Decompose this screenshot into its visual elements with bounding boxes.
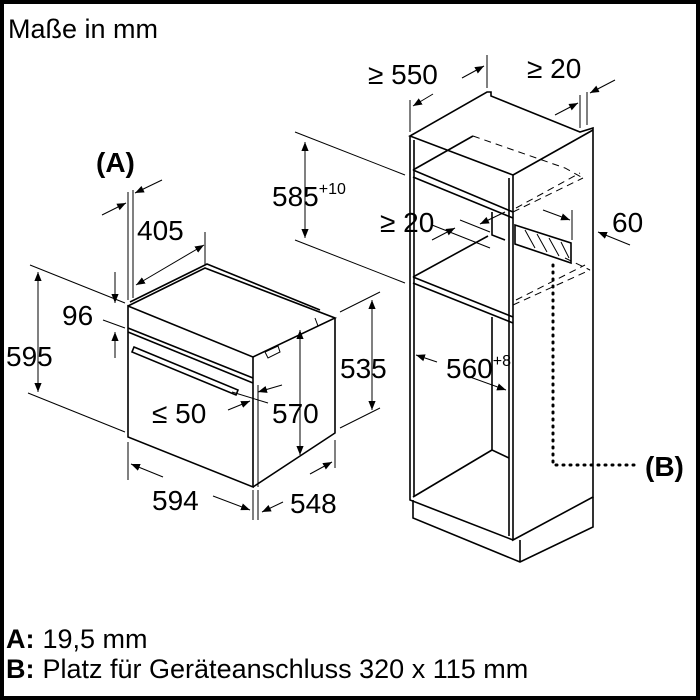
cabinet-middle-shelf — [412, 276, 514, 324]
oven-side — [252, 318, 336, 488]
dim-96: 96 — [62, 300, 93, 331]
oven-drawing — [127, 263, 338, 489]
cabinet-plinth — [412, 497, 594, 563]
dim-570: 570 — [272, 398, 319, 429]
dim-550: ≥ 550 — [368, 59, 438, 90]
dim-585: 585+10 — [272, 181, 346, 212]
oven-handle — [130, 345, 240, 397]
legend-b: B:Platz für Geräteanschluss 320 x 115 mm — [6, 654, 528, 684]
oven-top-lip — [129, 263, 321, 311]
dim-handle-gap: ≤ 50 — [152, 398, 206, 429]
cabinet-drawing — [408, 91, 640, 563]
oven-dimensions — [27, 131, 406, 520]
cabinet-outline — [408, 91, 594, 542]
dim-548: 548 — [290, 488, 337, 519]
legend-a: A:19,5 mm — [6, 624, 148, 654]
dim-535: 535 — [340, 353, 387, 384]
dim-back-gap: ≥ 20 — [527, 53, 581, 84]
connection-box — [514, 223, 572, 265]
oven-front — [127, 304, 254, 489]
dim-595: 595 — [6, 341, 53, 372]
dim-594: 594 — [152, 485, 199, 516]
cabinet-upper-shelf — [412, 169, 514, 219]
cabinet-dimensions — [409, 55, 631, 391]
dim-shelf-gap: ≥ 20 — [380, 207, 434, 238]
connection-box-hatch — [524, 229, 570, 259]
dim-60: 60 — [612, 207, 643, 238]
title: Maße in mm — [8, 14, 158, 44]
oven-hinge — [264, 345, 281, 359]
connection-leader — [551, 263, 640, 467]
label-a: (A) — [96, 147, 135, 178]
label-b: (B) — [645, 451, 684, 482]
oven-control-panel-line — [127, 331, 254, 384]
dim-405: 405 — [137, 215, 184, 246]
oven-top — [127, 267, 338, 358]
dim-560: 560+8 — [446, 353, 511, 384]
